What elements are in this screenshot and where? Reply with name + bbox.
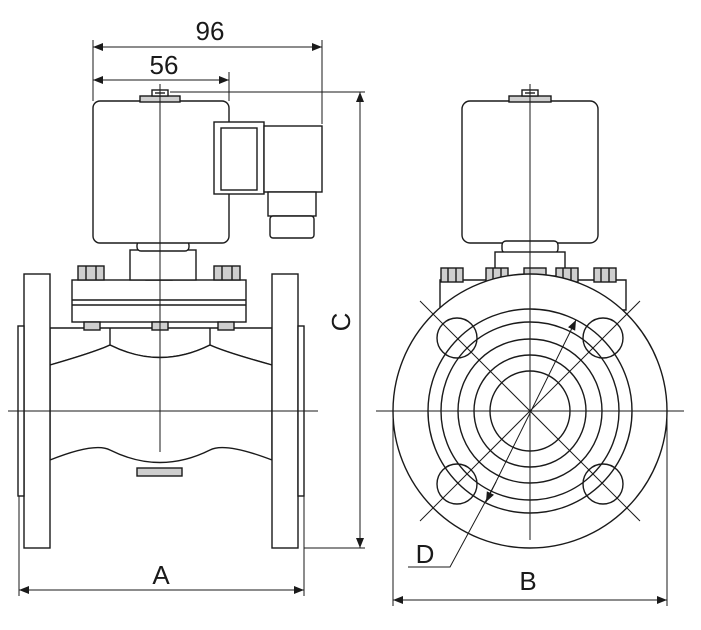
bonnet-plate [71, 279, 247, 323]
dimension-d-label: D [416, 539, 435, 569]
dimension-lines [18, 40, 668, 606]
bolt-hole [436, 463, 478, 505]
side-view [8, 84, 323, 549]
dimension-b-label: B [519, 566, 536, 596]
dimension-a-label: A [152, 560, 170, 590]
bolt-hole [582, 463, 624, 505]
solenoid-coil [92, 100, 230, 244]
dimension-c-label: C [326, 313, 356, 332]
dimension-56-label: 56 [150, 50, 179, 80]
dimension-96-label: 96 [196, 16, 225, 46]
front-view [376, 84, 684, 549]
bolt-hole [582, 317, 624, 359]
bolt-hole [436, 317, 478, 359]
